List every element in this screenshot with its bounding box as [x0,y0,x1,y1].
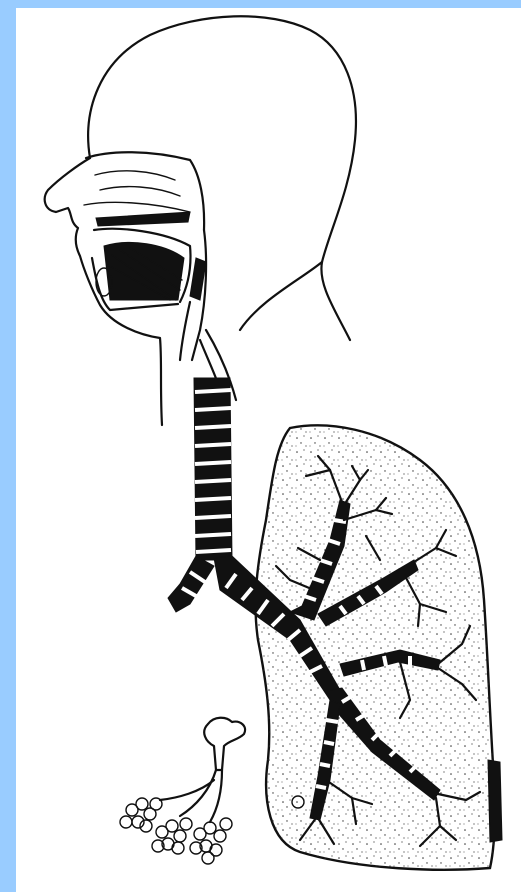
alveoli-detail [120,718,245,864]
alveolar-cluster-1 [120,798,162,832]
lung [256,425,502,869]
alveolar-cluster-2 [152,818,192,854]
alveolar-cluster-3 [190,818,232,864]
trachea [194,378,232,560]
head-outline [45,16,356,425]
